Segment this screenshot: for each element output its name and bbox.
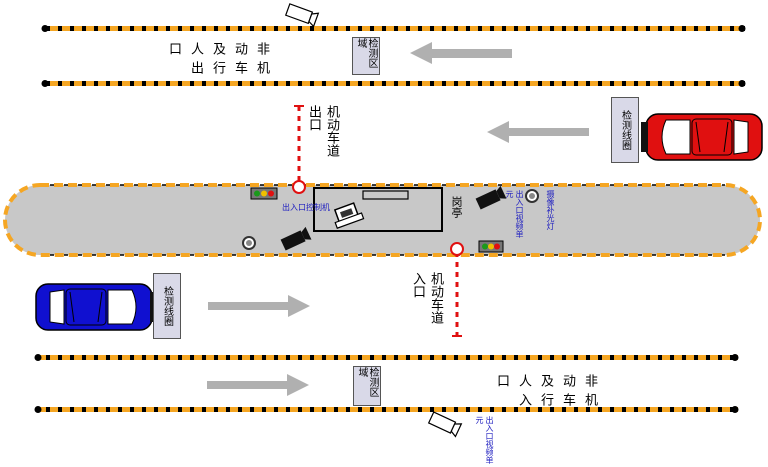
camera-icon-bottom: [427, 411, 463, 438]
control-machine-icon: [333, 202, 365, 229]
detect-coil-right-box: 检测线圈: [611, 97, 639, 163]
nonmotor-entry-label: 非机动车及行人入口: [494, 374, 597, 412]
fill-light-icon-right: [525, 189, 539, 203]
car-icon-blue: [35, 283, 157, 331]
top-lane-lines: [41, 25, 746, 87]
booth: [313, 187, 443, 232]
motor-entry-label: 机动车道入口: [410, 272, 443, 324]
traffic-light-icon-entry: [478, 240, 504, 253]
camera-icon-top: [284, 3, 320, 28]
booth-label: 岗亭: [450, 196, 463, 218]
camera-icon-island-right: [475, 185, 507, 210]
control-machine-label: 出入口控制机: [282, 203, 330, 212]
video-unit-exit-label: 出入口视频单元: [505, 190, 524, 238]
detect-zone-bottom-box: 检测区域: [353, 366, 381, 406]
motor-exit-label: 机动车道出口: [306, 105, 339, 157]
detect-zone-top-box: 检测区域: [352, 37, 380, 75]
arrow-icon-bottom-right: [207, 374, 309, 396]
arrow-icon-left-lane-right: [208, 295, 310, 317]
detect-coil-left-box: 检测线圈: [153, 273, 181, 339]
camera-icon-island-left: [280, 226, 312, 251]
bottom-lane-lines: [34, 354, 739, 413]
fill-light-icon-left: [242, 236, 256, 250]
video-unit-bottom-label: 出入口视频单元: [475, 416, 494, 464]
arrow-icon-top-left: [410, 42, 512, 64]
entry-gate-barrier: [450, 242, 464, 337]
nonmotor-exit-label: 非机动车及行人出口: [166, 42, 269, 80]
exit-gate-barrier: [292, 105, 306, 194]
car-icon-red: [641, 113, 763, 161]
fill-light-label: 摄像补光灯: [546, 190, 555, 230]
arrow-icon-right-lane-left: [487, 121, 589, 143]
traffic-light-icon-exit: [250, 187, 278, 200]
